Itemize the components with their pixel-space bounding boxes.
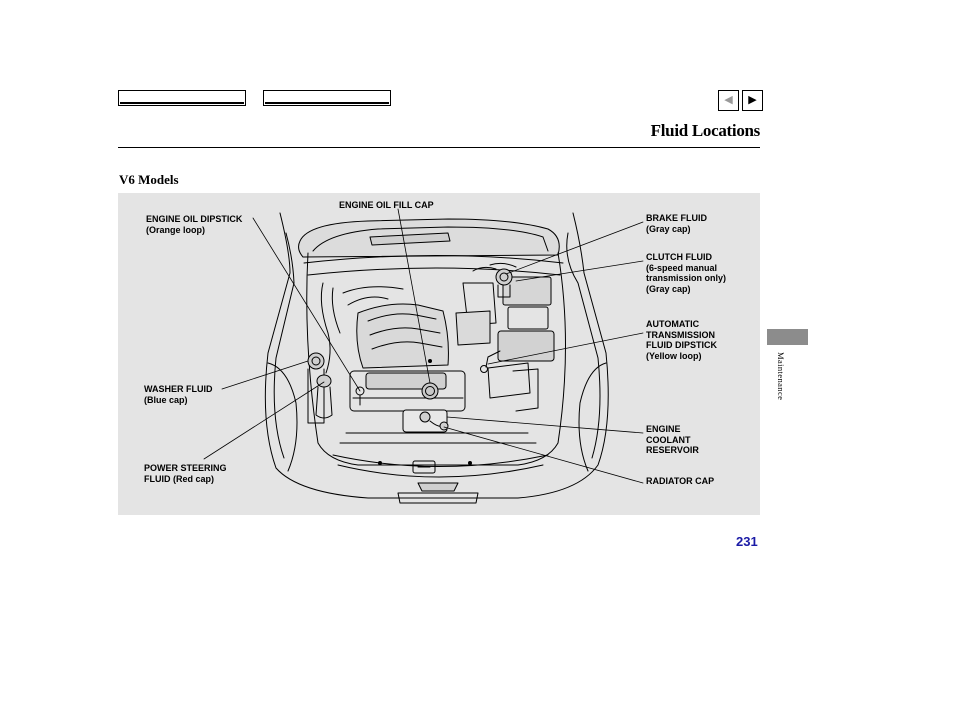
label-engine-oil-dipstick-note: (Orange loop): [146, 224, 205, 235]
label-brake-fluid-title: BRAKE FLUID: [646, 213, 707, 223]
prev-page-button[interactable]: ◀: [718, 90, 739, 111]
triangle-right-icon: ▶: [748, 94, 757, 106]
label-brake-fluid-note: (Gray cap): [646, 223, 691, 234]
label-washer-fluid-title: WASHER FLUID: [144, 384, 213, 394]
engine-illustration: [203, 208, 644, 504]
section-tab-label: Maintenance: [776, 352, 786, 401]
page-number: 231: [736, 534, 758, 549]
label-clutch-fluid-title: CLUTCH FLUID: [646, 252, 712, 262]
label-radiator-cap: RADIATOR CAP: [646, 476, 715, 486]
label-atf-dipstick-note: (Yellow loop): [646, 350, 702, 361]
nav-index-button[interactable]: [263, 90, 391, 106]
label-brake-fluid: BRAKE FLUID (Gray cap): [646, 213, 707, 234]
label-engine-oil-fill-cap: ENGINE OIL FILL CAP: [339, 200, 434, 210]
triangle-left-icon: ◀: [724, 94, 733, 106]
label-engine-coolant-reservoir: ENGINE COOLANT RESERVOIR: [646, 424, 699, 455]
label-atf-dipstick-title: AUTOMATIC TRANSMISSION FLUID DIPSTICK: [646, 319, 717, 350]
label-clutch-fluid-note: (6-speed manual transmission only) (Gray…: [646, 262, 727, 294]
label-clutch-fluid: CLUTCH FLUID (6-speed manual transmissio…: [646, 252, 726, 294]
label-engine-oil-dipstick-title: ENGINE OIL DIPSTICK: [146, 214, 243, 224]
page-title: Fluid Locations: [650, 121, 761, 140]
label-atf-dipstick: AUTOMATIC TRANSMISSION FLUID DIPSTICK (Y…: [646, 319, 717, 361]
title-divider: [118, 147, 760, 148]
engine-compartment-figure: ENGINE OIL DIPSTICK (Orange loop) ENGINE…: [118, 193, 760, 515]
next-page-button[interactable]: ▶: [742, 90, 763, 111]
section-subtitle: V6 Models: [119, 172, 179, 187]
label-power-steering-fluid: POWER STEERING FLUID (Red cap): [144, 463, 227, 484]
section-tab-marker: [767, 329, 808, 345]
nav-contents-button[interactable]: [118, 90, 246, 106]
label-washer-fluid-note: (Blue cap): [144, 394, 188, 405]
label-washer-fluid: WASHER FLUID (Blue cap): [144, 384, 213, 405]
label-engine-oil-dipstick: ENGINE OIL DIPSTICK (Orange loop): [146, 214, 242, 235]
